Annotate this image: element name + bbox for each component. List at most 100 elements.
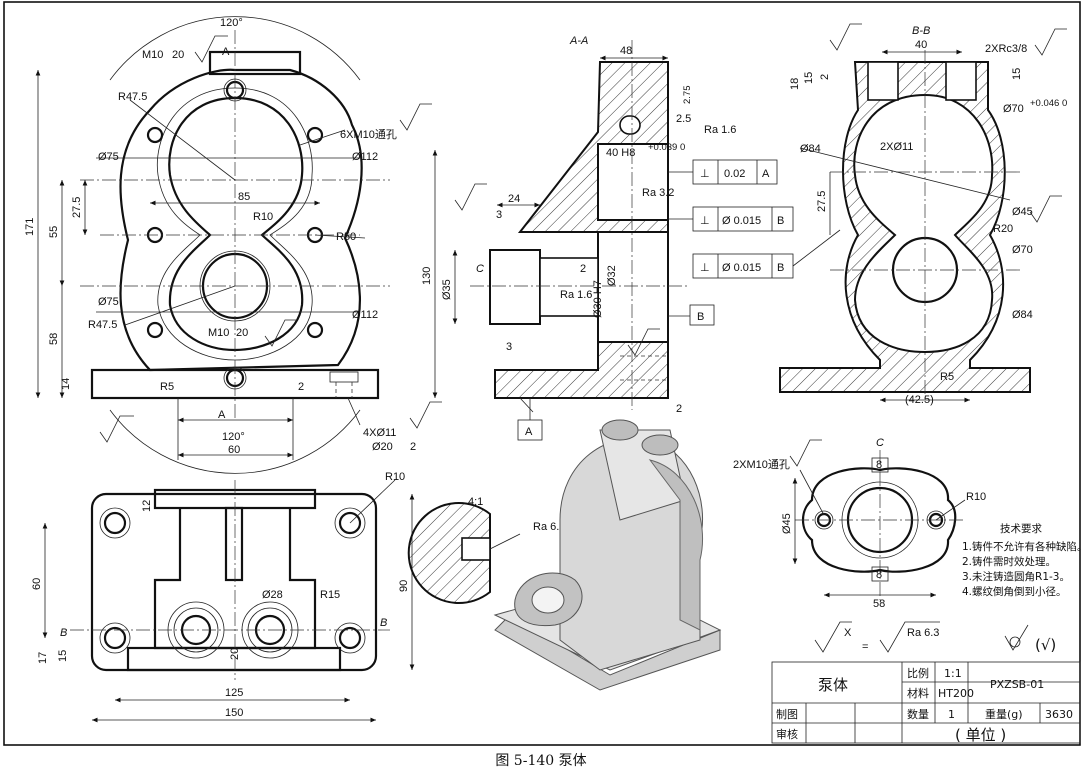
tb-scale-value: 1:1 <box>944 667 962 680</box>
aa-phi30: Ø30 H7 <box>592 280 604 318</box>
angle-120-bottom: 120° <box>222 431 245 443</box>
dim-2-front: 2 <box>298 381 304 393</box>
fcf-2-symbol: ⊥ <box>700 215 710 227</box>
section-a-top: A <box>222 46 230 58</box>
aa-dim-2-5: 2.5 <box>676 113 691 125</box>
bb-dim-2: 2 <box>819 74 831 80</box>
surface-symbol-x <box>814 621 852 653</box>
bb-r5: R5 <box>940 371 954 383</box>
cbore-depth: 2 <box>410 441 416 453</box>
bb-phi70: Ø70 <box>1012 244 1033 256</box>
tech-req-3: 3.未注铸造圆角R1-3。 <box>962 570 1070 583</box>
surface-symbol-ra <box>879 621 940 653</box>
bb-dim-27-5: 27.5 <box>816 191 828 212</box>
r47-5-top: R47.5 <box>118 91 147 103</box>
bb-tol70: +0.046 0 <box>1030 98 1067 109</box>
bottom-phi28: Ø28 <box>262 589 283 601</box>
section-aa-view: A-A 48 2.75 2.5 40 H8 +0.039 0 Ra 1.6 Ra… <box>421 35 736 441</box>
bottom-dim-20: 20 <box>229 648 241 660</box>
fcf-2: ⊥ Ø 0.015 B <box>668 206 794 232</box>
view-c: C 2XM10通孔 8 8 R10 Ø45 58 <box>733 437 986 610</box>
surface-general: (√) <box>1035 636 1056 654</box>
aa-phi35: Ø35 <box>441 279 453 300</box>
bb-rc: 2XRc3/8 <box>985 43 1027 55</box>
tb-quantity-value: 1 <box>948 708 955 721</box>
bottom-dim-12: 12 <box>141 500 153 512</box>
bottom-holes <box>99 507 366 659</box>
fcf-1: ⊥ 0.02 A <box>668 159 778 185</box>
tb-scale-label: 比例 <box>907 666 929 680</box>
surface-finish-legend: X = Ra 6.3 (√) <box>814 621 1056 654</box>
r10-front: R10 <box>253 211 273 223</box>
dim-55: 55 <box>48 226 60 238</box>
feature-control-frames: ⊥ 0.02 A ⊥ Ø 0.015 B ⊥ Ø 0.015 B <box>668 159 841 279</box>
aa-ra3-2: Ra 3.2 <box>642 187 674 199</box>
phi75-top: Ø75 <box>98 151 119 163</box>
phi75-bottom: Ø75 <box>98 296 119 308</box>
fcf-2-tol: Ø 0.015 <box>722 215 761 227</box>
bottom-b-right: B <box>380 617 387 629</box>
surface-marks <box>99 23 1067 467</box>
bb-phi45: Ø45 <box>1012 206 1033 218</box>
m10-top-depth: 20 <box>172 49 184 61</box>
cbore-phi20: Ø20 <box>372 441 393 453</box>
fcf-3-datum: B <box>777 262 784 274</box>
m10-bottom-depth: 20 <box>236 327 248 339</box>
aa-dim-2-b: 2 <box>676 403 682 415</box>
aa-dim-2-75: 2.75 <box>682 86 693 105</box>
bottom-r10: R10 <box>385 471 405 483</box>
c-view-title: C <box>876 437 884 449</box>
datum-a-letter: A <box>525 426 533 438</box>
bottom-dim-150: 150 <box>225 707 243 719</box>
tb-unit: ( 单位 ) <box>955 726 1006 744</box>
detail-view: 4:1 Ra 6.3 <box>407 496 565 604</box>
angle-120-top: 120° <box>220 17 243 29</box>
technical-drawing: 120° 120° M10 20 R47.5 Ø75 6XM10通孔 Ø112 … <box>3 1 1082 746</box>
bottom-b-left: B <box>60 627 67 639</box>
fcf-3-tol: Ø 0.015 <box>722 262 761 274</box>
bb-phi84-top: Ø84 <box>800 143 821 155</box>
aa-phi32: Ø32 <box>606 265 618 286</box>
bb-phi11: 2XØ11 <box>880 141 913 153</box>
bottom-view: R10 12 60 90 Ø28 R15 17 15 20 125 150 B … <box>31 471 415 723</box>
tb-check-label: 审核 <box>776 727 798 741</box>
bb-phi84: Ø84 <box>1012 309 1033 321</box>
aa-dim-24: 24 <box>508 193 520 205</box>
surface-symbol-circle <box>1009 636 1021 648</box>
surface-equals: = <box>862 641 868 653</box>
dim-58: 58 <box>48 333 60 345</box>
m10-top-label: M10 <box>142 49 163 61</box>
c-dim-8-bottom: 8 <box>876 569 882 581</box>
tb-part-name: 泵体 <box>818 676 848 694</box>
tb-material-value: HT200 <box>938 687 974 700</box>
aa-tol-40: +0.039 0 <box>648 142 685 153</box>
c-dim-8-top: 8 <box>876 459 882 471</box>
bb-dim-42-5: (42.5) <box>905 394 934 406</box>
aa-c-mark: C <box>476 263 484 275</box>
tech-req-4: 4.螺纹倒角倒到小径。 <box>962 585 1067 598</box>
title-block: 泵体 比例 1:1 材料 HT200 PXZSB-01 制图 数量 1 重量(g… <box>771 661 1081 744</box>
tb-material-label: 材料 <box>907 686 929 700</box>
isometric-render <box>493 419 722 691</box>
tb-quantity-label: 数量 <box>907 708 929 721</box>
bb-phi70-top: Ø70 <box>1003 103 1024 115</box>
m10-bottom-label: M10 <box>208 327 229 339</box>
dim-85: 85 <box>238 191 250 203</box>
fcf-1-tol: 0.02 <box>724 168 745 180</box>
section-aa-title: A-A <box>569 35 588 47</box>
fcf-1-datum: A <box>762 168 770 180</box>
fcf-1-symbol: ⊥ <box>700 168 710 180</box>
dim-60-front: 60 <box>228 444 240 456</box>
aa-ra1-6-b: Ra 1.6 <box>560 289 592 301</box>
bottom-dim-125: 125 <box>225 687 243 699</box>
c-holes: 2XM10通孔 <box>733 458 790 471</box>
bottom-dim-17: 17 <box>37 652 49 664</box>
tech-req-1: 1.铸件不允许有各种缺陷。 <box>962 540 1082 553</box>
c-r10: R10 <box>966 491 986 503</box>
aa-dim-130: 130 <box>421 267 433 285</box>
surface-x-label: X <box>844 627 852 639</box>
aa-dim-2: 2 <box>580 263 586 275</box>
aa-dim-3-b: 3 <box>506 341 512 353</box>
r50-front: R50 <box>336 231 356 243</box>
